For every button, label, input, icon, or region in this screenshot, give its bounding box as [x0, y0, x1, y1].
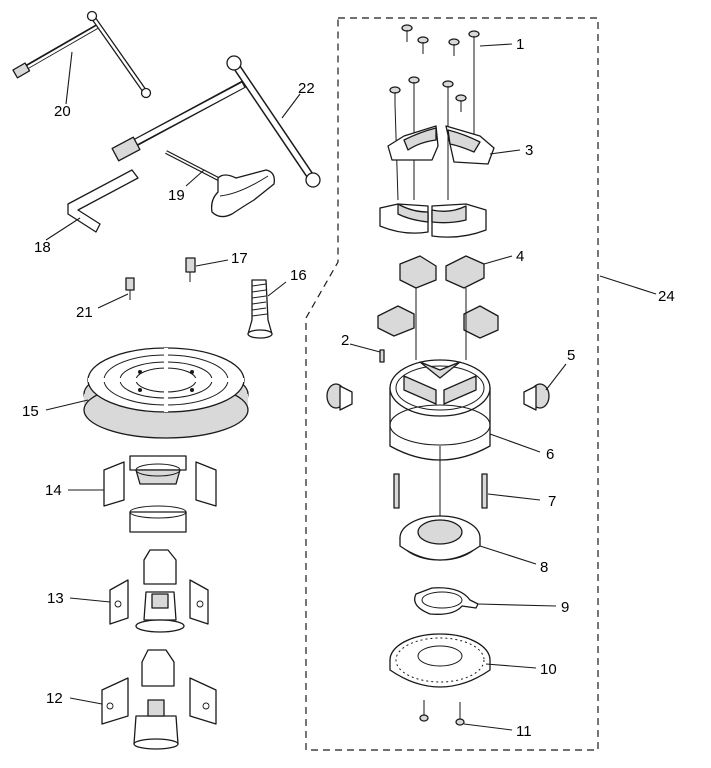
callout-13: 13: [47, 590, 64, 607]
part-14-soft-jaws: [103, 455, 217, 533]
part-20-t-handle-key: [12, 10, 152, 99]
part-10-back-plate: [389, 633, 491, 688]
callout-12: 12: [46, 690, 63, 707]
part-22-large-t-handle-key: [111, 55, 321, 188]
callout-20: 20: [54, 103, 71, 120]
part-12-jaws: [101, 649, 217, 750]
callout-18: 18: [34, 239, 51, 256]
callout-11: 11: [516, 723, 532, 740]
part-7-studs: [393, 473, 488, 509]
part-19-t-handle-hex-key: [165, 150, 275, 218]
part-13-jaws: [109, 549, 209, 633]
callout-1: 1: [516, 36, 524, 53]
callout-2: 2: [341, 332, 349, 349]
callout-4: 4: [516, 248, 524, 265]
callout-14: 14: [45, 482, 62, 499]
part-5-pinion-left: [326, 383, 353, 411]
callout-16: 16: [290, 267, 307, 284]
part-1-screws: [389, 24, 480, 112]
callout-19: 19: [168, 187, 185, 204]
callout-22: 22: [298, 80, 315, 97]
part-11-screws: [419, 700, 465, 726]
callout-17: 17: [231, 250, 248, 267]
part-9-snap-ring: [413, 587, 479, 615]
callout-10: 10: [540, 661, 557, 678]
leader-lines: [45, 43, 657, 731]
callout-6: 6: [546, 446, 554, 463]
callout-8: 8: [540, 559, 548, 576]
callout-5: 5: [567, 347, 575, 364]
part-5-pinion-right: [523, 383, 550, 411]
callout-24: 24: [658, 288, 675, 305]
callout-21: 21: [76, 304, 93, 321]
callout-15: 15: [22, 403, 39, 420]
part-6-chuck-body: [389, 359, 491, 461]
callout-7: 7: [548, 493, 556, 510]
part-8-scroll-gear: [399, 515, 481, 561]
part-18-l-hex-key: [67, 169, 139, 233]
part-17-screw: [185, 257, 196, 282]
part-16-threaded-insert: [247, 279, 273, 339]
part-3-soft-jaw-halves: [379, 125, 495, 238]
part-4-top-jaws: [377, 255, 499, 339]
part-2-pin: [379, 349, 385, 363]
callout-labels: 1 2 3 4 5 6 7 8 9 10 11 12 13 14 15 16 1…: [22, 36, 675, 740]
assembly-boundary: [305, 17, 599, 751]
callout-9: 9: [561, 599, 569, 616]
part-15-jaw-plates: [83, 347, 249, 439]
callout-3: 3: [525, 142, 533, 159]
part-21-screw: [125, 277, 135, 300]
